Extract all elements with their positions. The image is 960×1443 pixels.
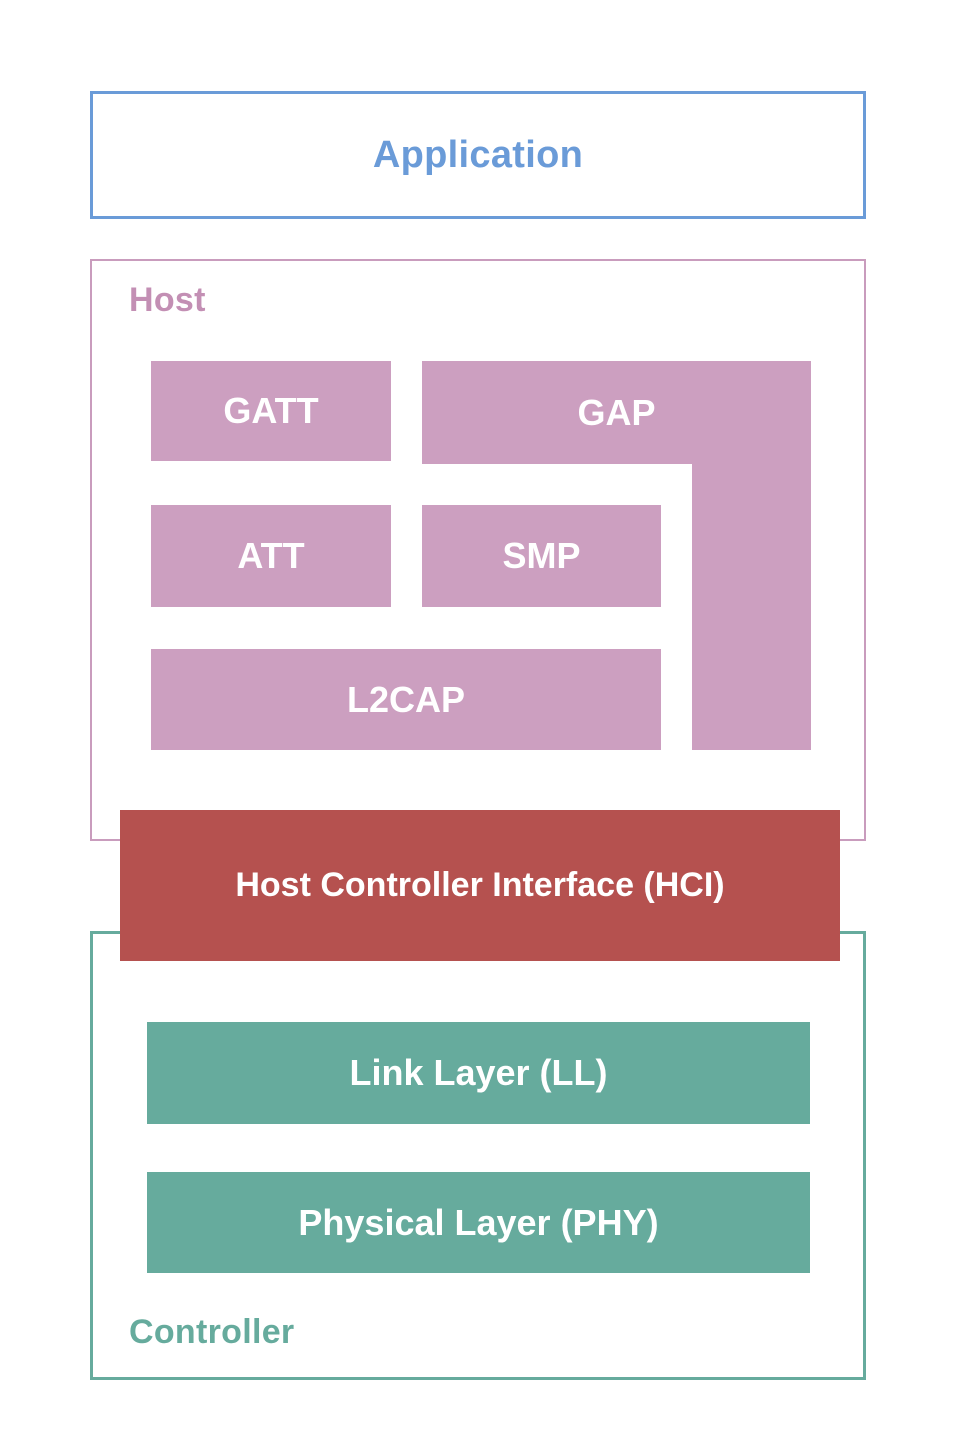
host-block-smp: SMP [422,505,661,607]
host-block-att: ATT [151,505,391,607]
host-block-gap-label: GAP [577,391,656,433]
controller-group-label: Controller [129,1313,295,1351]
host-block-l2cap: L2CAP [151,649,661,750]
application-frame [90,91,866,219]
host-block-gatt: GATT [151,361,391,461]
host-group-label: Host [129,281,206,319]
application-title: Application [372,133,584,176]
hci-bar: Host Controller Interface (HCI) [120,810,840,961]
controller-block-link-layer: Link Layer (LL) [147,1022,810,1124]
controller-block-physical-layer: Physical Layer (PHY) [147,1172,810,1273]
host-block-gap: GAP [422,361,811,750]
gap-side-arm [692,361,811,750]
